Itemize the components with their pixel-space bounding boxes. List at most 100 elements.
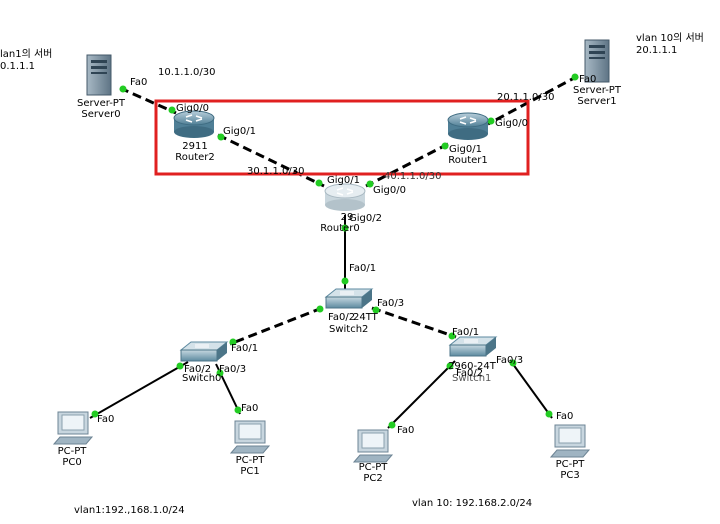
pc1-label: PC-PT PC1: [220, 455, 280, 477]
switch0-icon[interactable]: [179, 341, 229, 362]
server1-icon[interactable]: [584, 39, 610, 83]
port-pc2-fa0: Fa0: [397, 425, 415, 436]
link-dot: [216, 369, 224, 377]
port-router2-gig01: Gig0/1: [223, 126, 256, 137]
server1-type: Server-PT: [573, 85, 621, 96]
pc2-type: PC-PT: [358, 462, 388, 473]
port-switch0-fa03: Fa0/3: [219, 364, 247, 375]
pc3-type: PC-PT: [555, 459, 585, 470]
router0-icon[interactable]: [324, 183, 366, 211]
port-server1-fa0: Fa0: [579, 74, 597, 85]
net-label-20: 20.1.1.0/30: [497, 92, 555, 103]
link-dot: [229, 338, 237, 346]
link-dot: [217, 133, 225, 141]
link-server1-router1: [487, 74, 579, 126]
link-dots: [91, 73, 579, 429]
port-router1-gig01: Gig0/1: [449, 144, 482, 155]
link-router2-router0: [217, 133, 325, 188]
link-dot: [234, 406, 242, 414]
link-dot: [341, 224, 349, 232]
switch1-model: 2960-24T: [448, 361, 496, 372]
link-dot: [168, 106, 176, 114]
net-label-10: 10.1.1.0/30: [158, 67, 216, 78]
server0-icon[interactable]: [86, 54, 112, 96]
vlan1-server-ip: 0.1.1.1: [0, 61, 35, 72]
pc0-name: PC0: [62, 457, 82, 468]
router2-label: 2911 Router2: [170, 141, 220, 163]
links: [89, 74, 579, 429]
port-switch2-fa01: Fa0/1: [349, 263, 377, 274]
port-switch2-fa02: Fa0/2: [328, 312, 356, 323]
link-dot: [446, 362, 454, 370]
vlan10-net-label: vlan 10: 192.168.2.0/24: [412, 498, 533, 509]
pc2-icon[interactable]: [352, 429, 394, 463]
port-switch1-fa01: Fa0/1: [452, 327, 480, 338]
link-dot: [176, 362, 184, 370]
router2-model: 2911: [182, 141, 208, 152]
switch2-icon[interactable]: [324, 288, 374, 309]
switch2-model: 24TT: [353, 312, 378, 323]
router0-model: 29: [340, 212, 354, 223]
port-router1-gig00: Gig0/0: [495, 118, 528, 129]
port-switch1-fa02: Fa0/2: [456, 368, 484, 379]
link-dot: [388, 421, 396, 429]
router2-name: Router2: [175, 152, 215, 163]
pc3-icon[interactable]: [549, 424, 591, 458]
router1-label: Router1: [443, 155, 493, 166]
link-dot: [119, 85, 127, 93]
pc0-icon[interactable]: [52, 411, 94, 445]
port-switch0-fa02: Fa0/2: [184, 364, 212, 375]
vlan1-net-label: vlan1:192.,168.1.0/24: [74, 505, 185, 516]
link-dot: [372, 306, 380, 314]
link-dot: [509, 359, 517, 367]
router1-icon[interactable]: [447, 112, 489, 140]
switch2-name: Switch2: [329, 324, 369, 335]
link-dot: [487, 117, 495, 125]
pc0-type: PC-PT: [57, 446, 87, 457]
link-switch1-pc3: [509, 359, 553, 419]
server0-name: Server0: [81, 109, 121, 120]
pc1-name: PC1: [240, 466, 260, 477]
port-switch0-fa01: Fa0/1: [231, 343, 259, 354]
port-router2-gig00: Gig0/0: [176, 103, 209, 114]
link-dot: [545, 410, 553, 418]
port-router0-gig02: Gig0/2: [349, 213, 382, 224]
highlight-box: [154, 99, 530, 176]
pc1-icon[interactable]: [229, 420, 271, 454]
link-dot: [441, 142, 449, 150]
link-dot: [366, 180, 374, 188]
port-pc1-fa0: Fa0: [241, 403, 259, 414]
link-dot: [91, 410, 99, 418]
port-pc0-fa0: Fa0: [97, 414, 115, 425]
switch1-name: Switch1: [452, 373, 492, 384]
switch1-icon[interactable]: [448, 336, 498, 357]
port-switch2-fa03: Fa0/3: [377, 298, 405, 309]
link-dot: [316, 305, 324, 313]
link-switch2-switch0: [229, 306, 323, 346]
vlan10-server-title: vlan 10의 서버: [636, 33, 704, 44]
net-label-40: 40.1.1.0/30: [384, 171, 442, 182]
link-switch2-switch1: [371, 306, 457, 339]
net-label-30: 30.1.1.0/30: [247, 166, 305, 177]
port-switch1-fa03: Fa0/3: [496, 355, 524, 366]
pc3-label: PC-PT PC3: [540, 459, 600, 481]
link-server0-router2: [119, 86, 177, 115]
pc3-name: PC3: [560, 470, 580, 481]
link-dot: [341, 277, 349, 285]
link-dot: [571, 73, 579, 81]
router0-name: Router0: [320, 223, 360, 234]
pc1-type: PC-PT: [235, 455, 265, 466]
link-router1-router0: [365, 142, 449, 188]
link-switch0-pc0: [89, 361, 189, 419]
router2-icon[interactable]: [173, 110, 215, 138]
pc2-name: PC2: [363, 473, 383, 484]
router0-label: 29 Router0: [320, 212, 372, 234]
port-pc3-fa0: Fa0: [556, 411, 574, 422]
port-router0-gig00: Gig0/0: [373, 185, 406, 196]
link-switch1-pc2: [387, 360, 456, 429]
server1-name: Server1: [577, 96, 617, 107]
port-router0-gig01: Gig0/1: [327, 175, 360, 186]
link-dot: [315, 179, 323, 187]
pc2-label: PC-PT PC2: [343, 462, 403, 484]
